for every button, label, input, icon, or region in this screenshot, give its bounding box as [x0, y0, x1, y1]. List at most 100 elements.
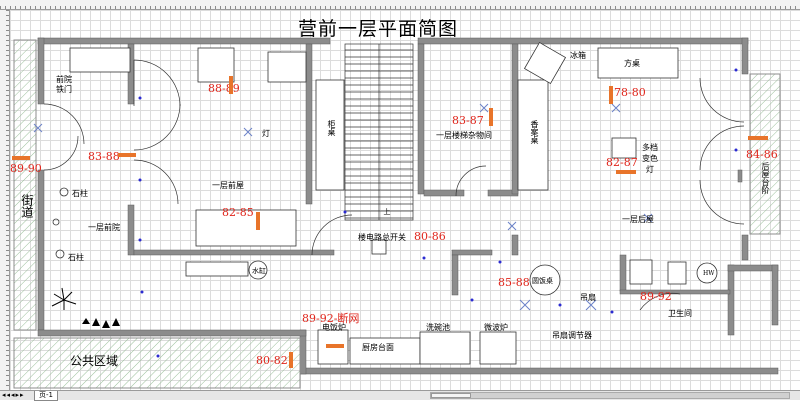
wall-bath-bottom — [619, 289, 731, 295]
wall-right-bath — [727, 264, 735, 336]
cabinet-table-rect — [315, 79, 345, 191]
arrow-right-icon — [616, 170, 636, 174]
front-sink — [69, 47, 131, 73]
wall-bath-left — [619, 254, 627, 292]
arrow-right-icon — [748, 136, 768, 140]
wall-kitchen-top2 — [451, 249, 493, 256]
wall-right-step — [727, 264, 779, 272]
wall-back-left2 — [511, 234, 519, 256]
arrow-up-icon — [229, 76, 233, 94]
multi-lamp-label-3: 灯 — [646, 165, 654, 174]
toilet-bowl-label: HW — [703, 270, 715, 277]
wall-front-b — [127, 204, 135, 256]
ceiling-fan-label: 吊扇 — [580, 293, 596, 302]
sink-rect — [419, 331, 471, 365]
bath-tank — [667, 261, 687, 285]
sheet-nav-buttons[interactable]: ◂◂◂▸▸ — [2, 391, 25, 399]
multi-lamp-label-1: 多档 — [642, 143, 658, 152]
stove-1 — [197, 47, 235, 83]
front-room-table — [195, 209, 297, 247]
sheet-bar: ◂◂◂▸▸ 页-1 — [0, 390, 800, 401]
marker-78-80[interactable]: 78-80 — [614, 86, 646, 99]
wall-storage-bottom — [423, 189, 465, 197]
square-table-rect — [597, 47, 679, 79]
microwave-label: 微波炉 — [484, 323, 508, 332]
water-vat-circle — [248, 260, 268, 280]
toilet-label: 卫生间 — [668, 309, 692, 318]
front-gate-label-2: 铁门 — [56, 85, 72, 94]
page-title: 营前一层平面简图 — [298, 18, 459, 40]
public-area-label: 公共区域 — [70, 354, 119, 368]
sink-label: 洗碗池 — [426, 323, 450, 332]
wall-back-left — [511, 43, 519, 195]
wall-left-upper — [37, 37, 45, 105]
arrow-up-icon — [609, 86, 613, 104]
wall-right-lower — [741, 234, 749, 261]
fan-regulator-label: 吊扇调节器 — [552, 331, 592, 340]
marker-89-92-network[interactable]: 89-92-断网 — [302, 312, 360, 325]
wall-stair-left — [305, 43, 313, 205]
main-switch-box — [371, 239, 387, 255]
wall-bottom — [299, 367, 779, 375]
vertical-ruler — [0, 10, 10, 390]
microwave-rect — [479, 331, 517, 365]
scrollbar-thumb[interactable] — [431, 393, 471, 398]
marker-80-86[interactable]: 80-86 — [414, 230, 446, 243]
marker-85-88[interactable]: 85-88 — [498, 276, 530, 289]
cabinet-table-label: 柜桌 — [327, 120, 336, 136]
fridge-label: 冰箱 — [570, 51, 586, 60]
multi-lamp-label-2: 变色 — [642, 154, 658, 163]
back-steps-area — [749, 73, 781, 235]
wall-right-outer — [771, 264, 779, 326]
public-area-zone — [13, 337, 301, 389]
wall-stub — [737, 169, 743, 183]
arrow-up-icon — [289, 352, 293, 368]
front-gate-label-1: 前院 — [56, 75, 72, 84]
street-label: 街道 — [20, 194, 34, 218]
main-switch-label: 楼电路总开关 — [358, 233, 406, 242]
wall-bottom-yard — [37, 329, 307, 337]
horizontal-scrollbar[interactable] — [430, 392, 790, 399]
toilet-circle — [696, 262, 718, 284]
wall-kitchen-mid — [451, 254, 459, 296]
marker-89-90[interactable]: 89-90 — [10, 162, 42, 175]
kitchen-counter-rect — [349, 337, 421, 365]
water-vat-label: 水缸 — [252, 267, 266, 275]
back-room-label: 一层后屋 — [622, 215, 654, 224]
horizontal-ruler — [0, 0, 800, 10]
marker-82-85[interactable]: 82-85 — [222, 206, 254, 219]
stone-pillar-label-2: 石柱 — [68, 253, 84, 262]
stove-2 — [267, 51, 307, 83]
wall-stair-right — [417, 43, 425, 195]
round-table-circle — [529, 264, 561, 296]
wall-top-right — [417, 37, 749, 45]
stair-up-label: 上 — [383, 208, 391, 215]
arrow-left-icon — [118, 153, 136, 157]
arrow-up-icon — [489, 108, 493, 126]
arrow-left-icon — [12, 156, 30, 160]
lamp-label: 灯 — [262, 129, 270, 138]
marker-83-88[interactable]: 83-88 — [88, 150, 120, 163]
marker-84-86[interactable]: 84-86 — [746, 148, 778, 161]
marker-83-87[interactable]: 83-87 — [452, 114, 484, 127]
front-yard-label: 一层前院 — [88, 223, 120, 232]
incense-table-label: 香案桌 — [530, 120, 539, 144]
incense-table-rect — [517, 79, 549, 191]
marker-88-89[interactable]: 88-89 — [208, 82, 240, 95]
marker-89-92[interactable]: 89-92 — [640, 290, 672, 303]
square-table-label: 方桌 — [624, 59, 640, 68]
arrow-left-icon — [326, 344, 344, 348]
marker-82-87[interactable]: 82-87 — [606, 156, 638, 169]
stone-pillar-label-1: 石柱 — [72, 189, 88, 198]
multi-lamp-rect — [611, 137, 637, 159]
rice-cooker-label: 电饭炉 — [322, 323, 346, 332]
wall-top-left — [37, 37, 331, 45]
wall-right-upper — [741, 37, 749, 75]
arrow-up-icon — [256, 212, 260, 230]
kitchen-counter-label: 厨房台面 — [362, 343, 394, 352]
front-room-label: 一层前屋 — [212, 181, 244, 190]
wall-left-lower — [37, 169, 45, 331]
stair-storage-label: 一层楼梯杂物间 — [436, 131, 492, 140]
marker-80-82[interactable]: 80-82 — [256, 354, 288, 367]
